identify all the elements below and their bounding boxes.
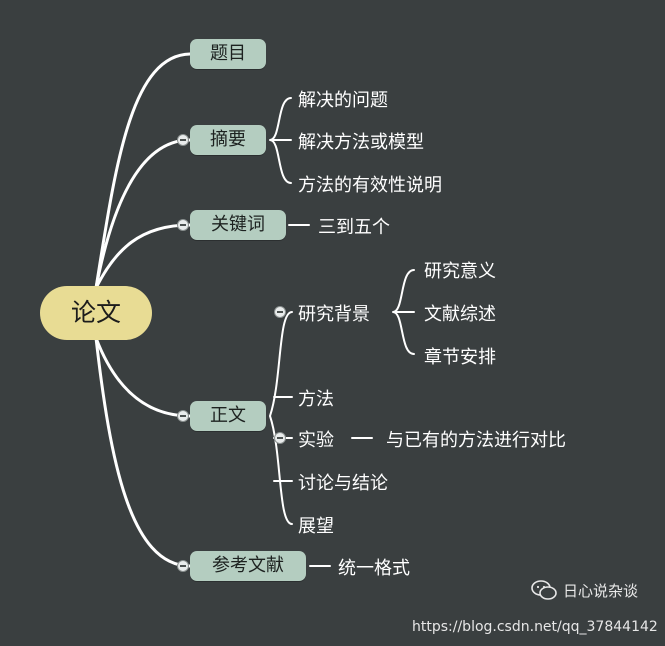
collapse-keywords-icon[interactable] — [177, 219, 189, 231]
abstract-item[interactable]: 解决的问题 — [298, 90, 388, 111]
bracket-body — [268, 311, 293, 525]
background-item[interactable]: 章节安排 — [424, 347, 496, 368]
topic-body[interactable]: 正文 — [190, 401, 266, 431]
body-item-background[interactable]: 研究背景 — [298, 304, 370, 325]
wechat-icon — [531, 580, 557, 600]
collapse-abstract-icon[interactable] — [177, 134, 189, 146]
background-item[interactable]: 文献综述 — [424, 304, 496, 325]
collapse-experiment-icon[interactable] — [274, 432, 286, 444]
topic-keywords[interactable]: 关键词 — [190, 210, 286, 240]
references-item[interactable]: 统一格式 — [338, 558, 410, 579]
connector-body — [94, 336, 192, 418]
abstract-item[interactable]: 解决方法或模型 — [298, 132, 424, 153]
body-item-method[interactable]: 方法 — [298, 389, 334, 410]
topic-references[interactable]: 参考文献 — [190, 551, 306, 581]
connector-abstract — [94, 138, 192, 290]
abstract-item[interactable]: 方法的有效性说明 — [298, 175, 442, 196]
collapse-references-icon[interactable] — [177, 560, 189, 572]
topic-abstract[interactable]: 摘要 — [190, 125, 266, 155]
watermark-url: https://blog.csdn.net/qq_37844142 — [412, 619, 658, 635]
collapse-background-icon[interactable] — [274, 306, 286, 318]
body-item-discussion[interactable]: 讨论与结论 — [298, 473, 388, 494]
watermark-brand: 日心说杂谈 — [563, 582, 639, 600]
connector-keywords — [94, 223, 192, 290]
experiment-item[interactable]: 与已有的方法进行对比 — [386, 430, 566, 451]
bracket-abstract — [269, 97, 292, 184]
background-item[interactable]: 研究意义 — [424, 261, 496, 282]
body-item-outlook[interactable]: 展望 — [298, 516, 334, 537]
connector-references — [94, 336, 192, 568]
connector-title — [94, 52, 192, 290]
collapse-body-icon[interactable] — [177, 410, 189, 422]
topic-title[interactable]: 题目 — [190, 39, 266, 69]
root-node[interactable]: 论文 — [40, 286, 152, 340]
keywords-item[interactable]: 三到五个 — [318, 217, 390, 238]
body-item-experiment[interactable]: 实验 — [298, 430, 334, 451]
bracket-background — [392, 269, 415, 355]
